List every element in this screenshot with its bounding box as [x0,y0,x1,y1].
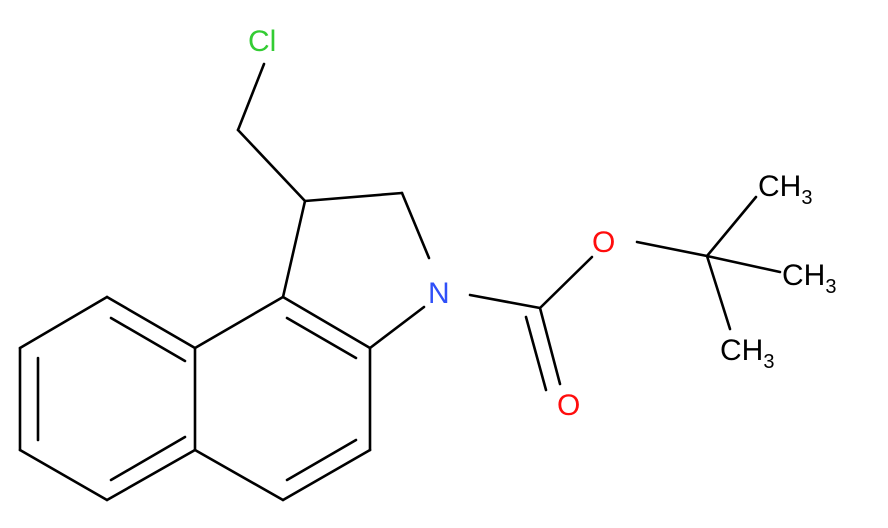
double-bond-inner [285,316,358,360]
bond [368,305,426,350]
bond [705,254,782,274]
double-bond [524,315,548,392]
methyl-bottom-label: CH3 [720,334,774,373]
bond [105,295,197,350]
double-bond [538,306,562,386]
bond [281,199,307,299]
bond [193,295,285,350]
bond [538,255,594,310]
bond [400,191,431,260]
bond [705,195,758,258]
bond [281,448,372,502]
bond [105,448,197,502]
bond [236,128,307,203]
bond [18,295,109,350]
bond [281,295,372,350]
methyl-top-label: CH3 [758,170,812,209]
bond [303,191,404,203]
oxygen-ester-label: O [592,226,615,259]
bond [193,448,285,502]
nitrogen-label: N [428,277,450,310]
chlorine-label: Cl [248,25,276,58]
double-bond-inner [285,438,358,482]
oxygen-carbonyl-label: O [557,389,580,422]
bond [468,293,542,310]
bond [705,254,732,331]
double-bond-inner [109,435,187,482]
bond [236,62,266,132]
bond [18,448,109,502]
methyl-right-label: CH3 [782,259,836,298]
double-bond-inner [109,316,187,363]
bond [635,240,709,258]
